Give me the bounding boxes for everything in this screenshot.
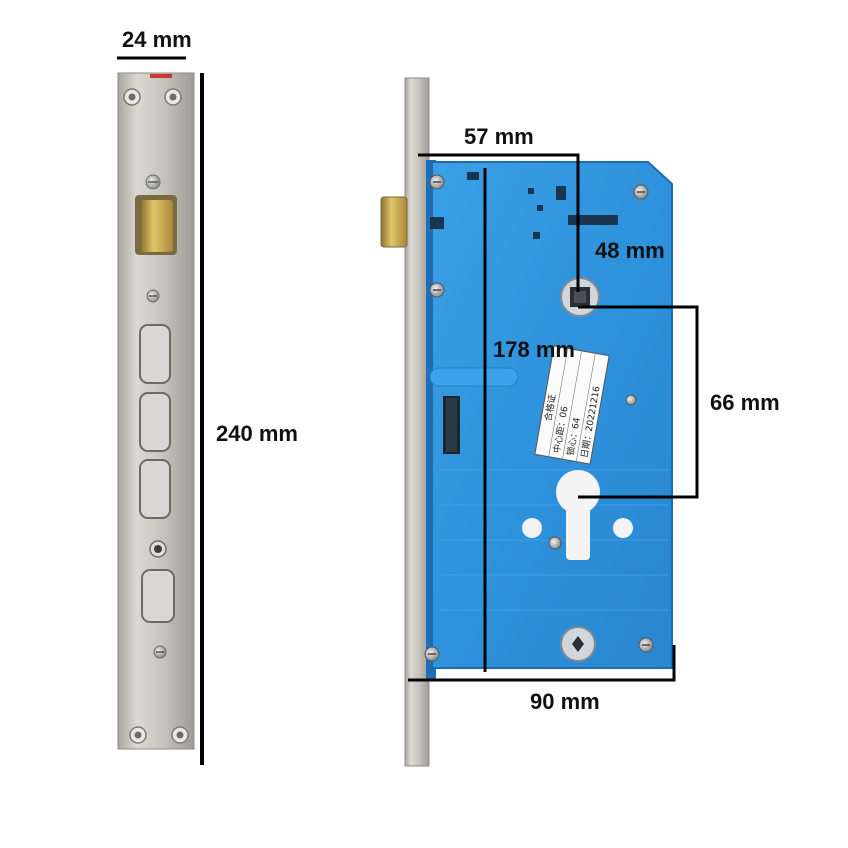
handle-to-cylinder-label: 66 mm <box>710 390 780 415</box>
backset-dimension-line <box>418 153 580 292</box>
latch-bolt <box>380 196 408 248</box>
faceplate-width-label: 24 mm <box>122 27 192 52</box>
strike-plate <box>117 72 195 750</box>
latch-pocket <box>135 195 177 255</box>
screw-icon <box>153 645 167 659</box>
backset-label: 57 mm <box>464 124 534 149</box>
screw-icon <box>429 282 445 298</box>
screw-icon <box>145 174 161 190</box>
bolt-slot <box>139 324 171 384</box>
cylinder-hole <box>556 470 600 560</box>
center-distance-dimension-line <box>578 305 699 499</box>
mortise-lock-body: 合格证 中心距：06 锁心：64 日期：20221216 <box>380 77 673 767</box>
screw-icon <box>424 646 440 662</box>
bolt-slot <box>139 459 171 519</box>
mounting-hole <box>149 540 167 558</box>
depth-dimension-line <box>408 645 676 682</box>
bolt-slot <box>139 392 171 452</box>
lock-faceplate <box>404 77 430 767</box>
bottom-hub <box>560 626 596 662</box>
screw-icon <box>429 174 445 190</box>
screw-icon <box>633 184 649 200</box>
mounting-hole <box>129 726 147 744</box>
mounting-hole <box>164 88 182 106</box>
handle-offset-label: 48 mm <box>595 238 665 263</box>
handle-hub <box>560 277 600 317</box>
mounting-hole <box>123 88 141 106</box>
screw-icon <box>625 394 637 406</box>
body-height-label: 178 mm <box>493 337 575 362</box>
body-depth-label: 90 mm <box>530 689 600 714</box>
bolt-slot <box>141 569 175 623</box>
screw-icon <box>638 637 654 653</box>
screw-icon <box>146 289 160 303</box>
screw-icon <box>548 536 562 550</box>
mounting-hole <box>171 726 189 744</box>
faceplate-length-label: 240 mm <box>216 421 298 446</box>
